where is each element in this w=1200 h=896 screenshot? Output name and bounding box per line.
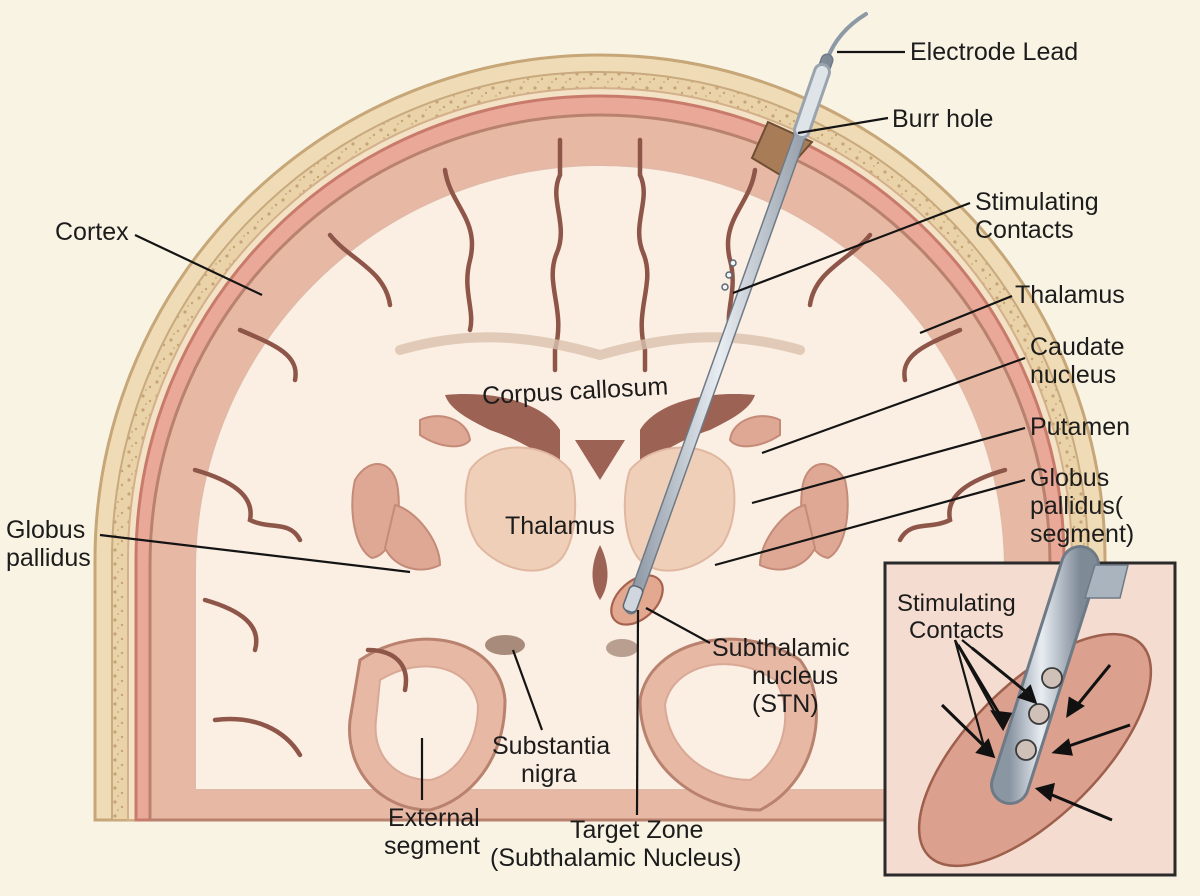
caudate-nuclei [419, 415, 781, 448]
lead-tip-contacts [622, 585, 644, 613]
label-external-segment-line2: segment [384, 832, 480, 860]
label-stimulating-contacts-line2: Contacts [975, 216, 1074, 244]
stimulating-contacts-on-lead [721, 259, 737, 291]
label-stimulating-contacts-line1: Stimulating [975, 188, 1099, 216]
label-globus-left-line2: pallidus [6, 544, 91, 572]
label-target-zone-line2: (Subthalamic Nucleus) [490, 844, 742, 872]
label-globus-segment-line1: Globus [1030, 464, 1109, 492]
label-thalamus-center: Thalamus [505, 512, 615, 540]
label-inset-contacts-line2: Contacts [909, 617, 1004, 644]
label-thalamus-right: Thalamus [1015, 281, 1125, 309]
label-substantia-nigra-line1: Substantia [492, 732, 610, 760]
label-globus-segment-line3: segment) [1030, 520, 1134, 548]
leader-lines [99, 50, 1031, 816]
label-globus-left-line1: Globus [6, 516, 85, 544]
basal-ganglia [351, 463, 849, 571]
corpus-callosum [395, 332, 805, 361]
temporal-lobes [348, 637, 818, 812]
labels: Electrode Lead Burr hole Stimulating Con… [6, 38, 1134, 872]
label-inset-contacts-line1: Stimulating [897, 590, 1016, 617]
label-stn-line3: (STN) [752, 690, 819, 718]
label-caudate-line1: Caudate [1030, 333, 1125, 361]
label-substantia-nigra-line2: nigra [521, 760, 577, 788]
label-stn-line1: Subthalamic [712, 634, 850, 662]
label-globus-segment-line2: pallidus( [1030, 492, 1124, 520]
label-cortex: Cortex [55, 218, 129, 246]
label-burr-hole: Burr hole [892, 105, 993, 133]
inset-magnified-view [883, 545, 1177, 877]
label-target-zone-line1: Target Zone [570, 816, 703, 844]
sulci [192, 137, 1008, 758]
electrode-lead [624, 12, 868, 615]
label-caudate-line2: nucleus [1030, 361, 1116, 389]
label-stn-line2: nucleus [752, 662, 838, 690]
label-external-segment-line1: External [388, 804, 480, 832]
substantia-nigra [485, 635, 638, 657]
label-putamen: Putamen [1030, 413, 1130, 441]
label-electrode-lead: Electrode Lead [910, 38, 1078, 66]
inset-contact-electrodes [1015, 667, 1063, 761]
